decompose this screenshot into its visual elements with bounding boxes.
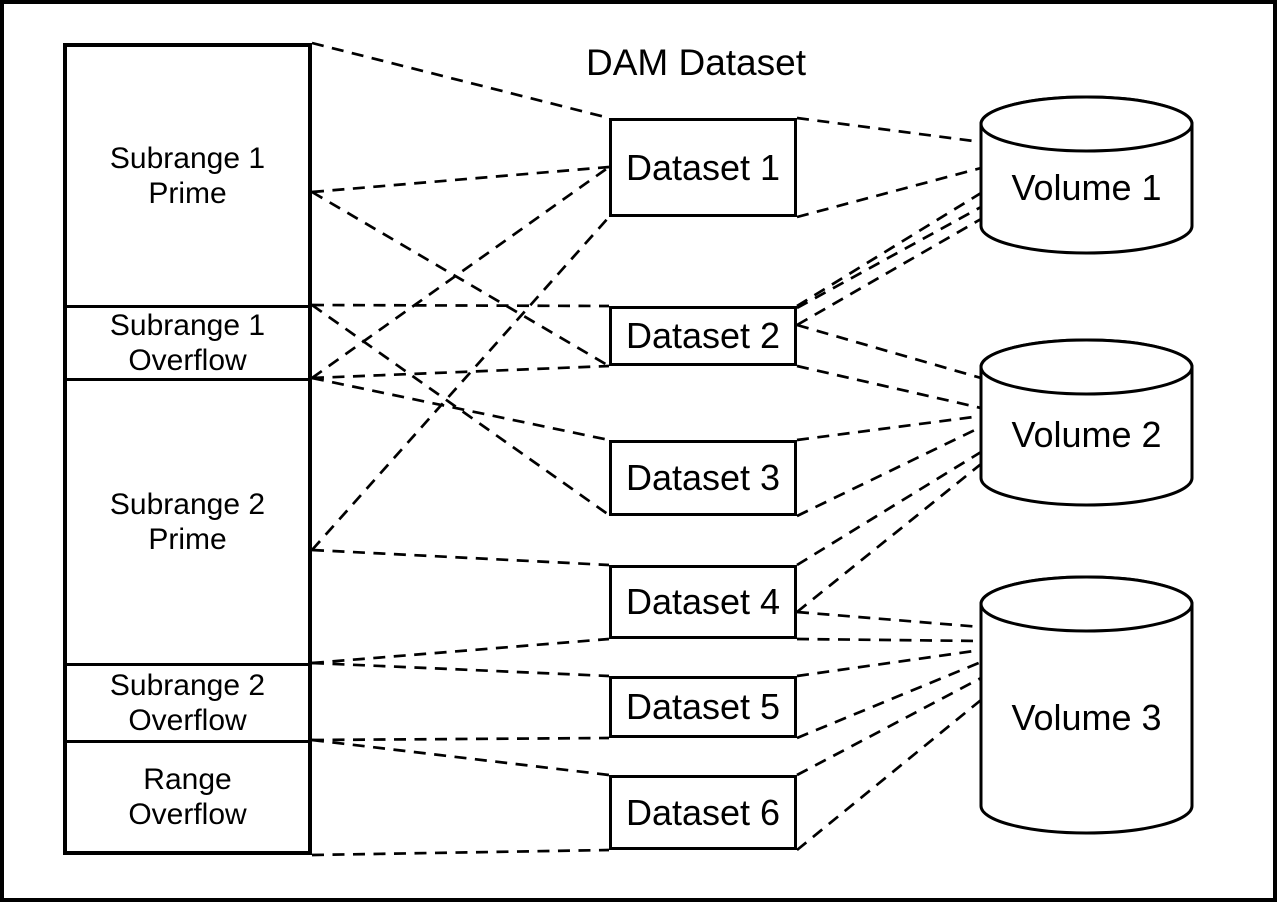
volume-cylinder-top-3 (979, 575, 1194, 633)
file-section-label-line2: Overflow (128, 798, 247, 831)
connection-line-subrange-1-prime-to-dataset-1 (311, 165, 610, 194)
connection-line-subrange-1-overflow-to-dataset-2 (311, 303, 610, 308)
volumes-layer (979, 95, 1194, 835)
connection-line-file-box-top-to-dataset-1 (311, 41, 610, 120)
connection-line-dataset-5-to-volume-3 (796, 660, 982, 740)
connection-line-subrange-2-prime-to-dataset-4 (311, 548, 610, 567)
connection-line-dataset-4-to-volume-2 (796, 462, 982, 614)
dataset-label: Dataset 6 (625, 791, 781, 833)
dataset-label: Dataset 3 (625, 457, 781, 498)
connection-line-subrange-2-prime-to-dataset-1 (310, 216, 611, 551)
dataset-label: Dataset 4 (625, 581, 781, 622)
connection-line-dataset-3-to-volume-2 (796, 414, 982, 442)
volume-label-3: Volume 3 (1011, 696, 1162, 738)
volume-cylinder-top-1 (979, 95, 1194, 153)
file-section-label-line2: Overflow (128, 704, 247, 737)
volume-cylinder-top-2 (979, 338, 1194, 396)
connection-line-subrange-2-overflow-to-dataset-4 (311, 637, 610, 665)
connection-line-subrange-2-prime-top-to-dataset-2 (311, 364, 610, 380)
connection-line-subrange-2-overflow-to-dataset-5 (311, 661, 610, 678)
file-section-label-line1: Subrange 2 (109, 488, 266, 521)
connection-line-dataset-2-to-volume-2 (796, 323, 982, 380)
dataset-box-5: Dataset 5 (609, 676, 797, 738)
connection-line-subrange-2-prime-top-to-dataset-1 (311, 165, 610, 380)
connection-line-dataset-1-to-volume-1 (796, 116, 982, 144)
connection-line-subrange-2-prime-top-to-dataset-3 (311, 376, 610, 442)
dataset-label: Dataset 5 (625, 686, 781, 727)
connection-line-range-overflow-to-dataset-5 (311, 736, 610, 742)
connection-line-dataset-6-to-volume-3 (796, 698, 982, 852)
file-section-label-line1: Subrange 1 (109, 142, 266, 175)
file-section-label-line1: Subrange 1 (109, 309, 266, 342)
file-section-label-line1: Subrange 2 (109, 669, 266, 702)
dataset-label: Dataset 1 (625, 146, 781, 188)
connection-line-dataset-2-to-volume-1 (796, 217, 982, 327)
diagram-title: DAM Dataset (585, 42, 806, 83)
file-section-label-line2: Prime (148, 523, 227, 556)
connections-layer (310, 41, 982, 857)
connection-line-dataset-1-to-volume-1 (796, 166, 982, 219)
connection-line-dataset-2-to-volume-1 (796, 205, 982, 310)
dataset-box-1: Dataset 1 (609, 118, 797, 217)
connection-line-dataset-2-to-volume-1 (796, 191, 982, 308)
connection-line-file-box-bottom-to-dataset-6 (311, 848, 610, 857)
dataset-box-4: Dataset 4 (609, 565, 797, 639)
connection-line-dataset-5-to-volume-3 (796, 648, 982, 678)
connection-line-subrange-1-prime-to-dataset-2 (311, 190, 610, 368)
connection-line-dataset-4-to-volume-3 (796, 637, 982, 643)
connection-line-range-overflow-to-dataset-6 (311, 738, 610, 777)
volume-label-1: Volume 1 (1011, 166, 1162, 208)
file-section-label-line2: Overflow (128, 344, 247, 377)
connection-line-dataset-4-to-volume-2 (796, 450, 982, 567)
dataset-box-6: Dataset 6 (609, 775, 797, 850)
dataset-label: Dataset 2 (625, 315, 781, 356)
volume-label-2: Volume 2 (1011, 414, 1162, 455)
connection-line-dataset-2-to-volume-2 (796, 364, 982, 410)
connection-line-dataset-3-to-volume-2 (796, 425, 982, 518)
connection-line-dataset-6-to-volume-3 (796, 676, 982, 777)
dataset-box-3: Dataset 3 (609, 440, 797, 516)
file-section-label-line1: Range (143, 763, 232, 796)
dataset-box-2: Dataset 2 (609, 306, 797, 366)
connection-line-dataset-4-to-volume-3 (796, 610, 982, 629)
file-section-label-line2: Prime (148, 177, 227, 210)
